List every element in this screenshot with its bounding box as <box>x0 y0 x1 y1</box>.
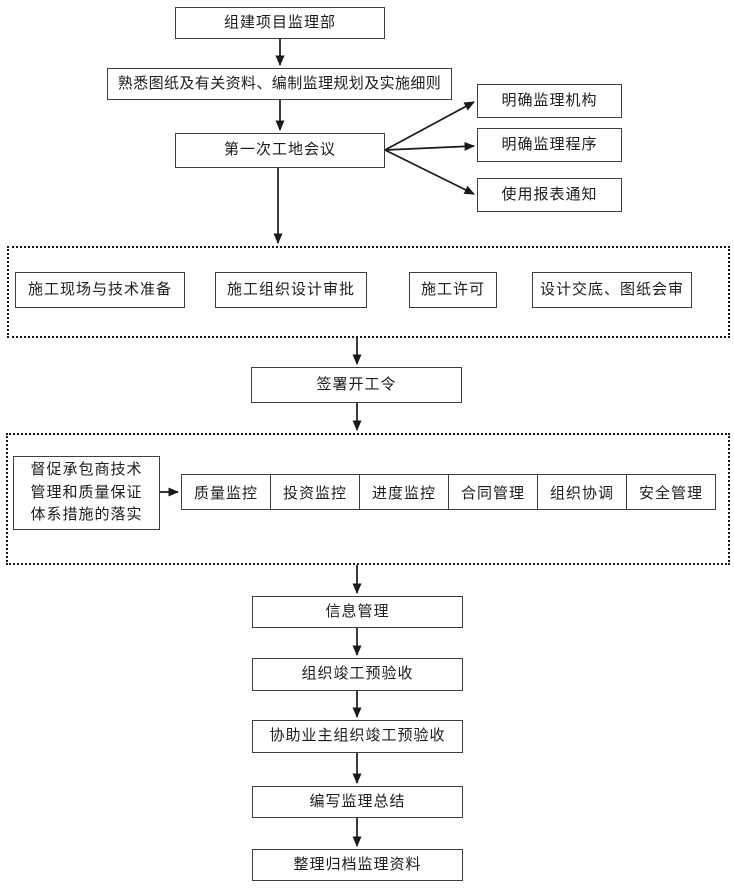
node-define-supervision-organization: 明确监理机构 <box>477 84 622 118</box>
cell-investment-control: 投资监控 <box>270 474 360 510</box>
node-first-site-meeting: 第一次工地会议 <box>175 133 385 168</box>
node-establish-supervision-dept: 组建项目监理部 <box>175 7 385 39</box>
node-review-drawings-prepare-plan: 熟悉图纸及有关资料、编制监理规划及实施细则 <box>107 68 452 100</box>
node-organize-pre-acceptance: 组织竣工预验收 <box>252 658 463 691</box>
node-archive-supervision-documents: 整理归档监理资料 <box>252 849 463 881</box>
node-report-forms-notice: 使用报表通知 <box>477 178 622 212</box>
cell-progress-control: 进度监控 <box>359 474 449 510</box>
cell-organization-coordination: 组织协调 <box>537 474 627 510</box>
arrow-meeting-to-organization <box>384 101 475 151</box>
arrow-meeting-to-procedure <box>384 141 475 151</box>
group-construction-stage <box>6 433 730 565</box>
node-assist-owner-pre-acceptance: 协助业主组织竣工预验收 <box>252 720 463 753</box>
node-urge-contractor-quality-assurance: 督促承包商技术管理和质量保证体系措施的落实 <box>13 456 160 530</box>
cell-safety-management: 安全管理 <box>626 474 716 510</box>
node-construction-org-design-approval: 施工组织设计审批 <box>215 272 367 308</box>
node-sign-commencement-order: 签署开工令 <box>251 367 462 403</box>
group-preparation-stage <box>7 246 730 338</box>
cell-quality-control: 质量监控 <box>181 474 271 510</box>
node-construction-permit: 施工许可 <box>409 272 497 308</box>
row-supervision-controls: 质量监控 投资监控 进度监控 合同管理 组织协调 安全管理 <box>181 474 716 510</box>
cell-contract-management: 合同管理 <box>448 474 538 510</box>
node-site-and-technical-preparation: 施工现场与技术准备 <box>15 272 185 308</box>
node-define-supervision-procedure: 明确监理程序 <box>477 128 622 162</box>
arrow-meeting-to-report-forms <box>384 149 475 195</box>
node-design-disclosure-drawing-review: 设计交底、图纸会审 <box>532 272 692 308</box>
node-information-management: 信息管理 <box>252 596 463 628</box>
node-write-supervision-summary: 编写监理总结 <box>252 786 463 818</box>
